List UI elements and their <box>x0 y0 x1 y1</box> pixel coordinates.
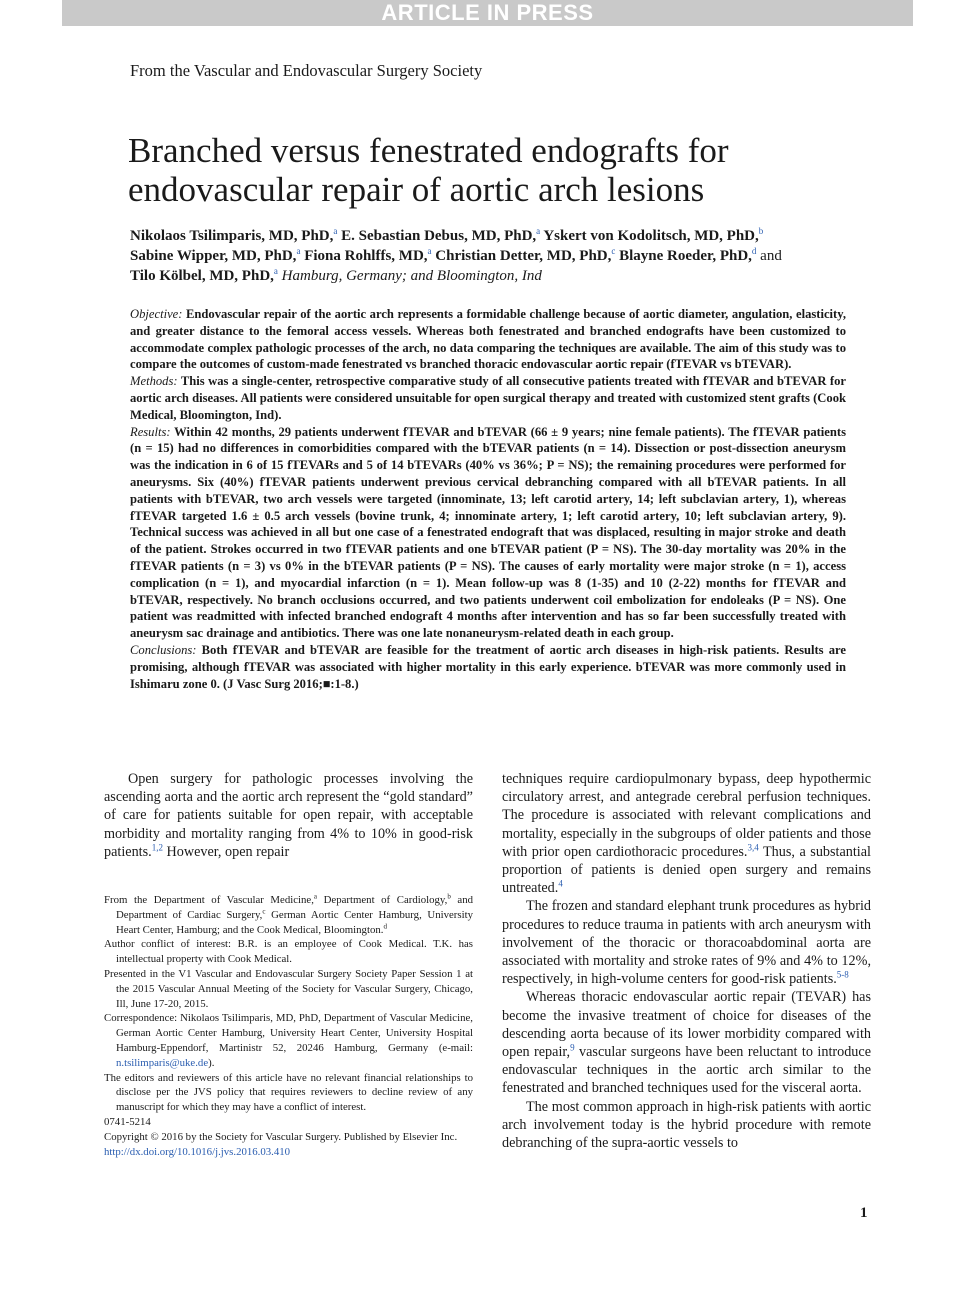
affiliation-marker[interactable]: a <box>427 246 432 256</box>
correspondence-note: Correspondence: Nikolaos Tsilimparis, MD… <box>104 1011 473 1070</box>
reference-link[interactable]: 3,4 <box>747 842 759 853</box>
abstract-conclusions: Conclusions: Both fTEVAR and bTEVAR are … <box>130 642 846 692</box>
reference-link[interactable]: 5-8 <box>836 969 849 980</box>
author-conjunction: and <box>756 248 782 264</box>
reference-link[interactable]: 1,2 <box>151 842 163 853</box>
author-list: Nikolaos Tsilimparis, MD, PhD,a E. Sebas… <box>130 226 850 286</box>
author-name: E. Sebastian Debus, MD, PhD, <box>337 228 537 244</box>
article-title: Branched versus fenestrated endografts f… <box>128 131 729 209</box>
affiliation-marker[interactable]: a <box>536 226 541 236</box>
affiliation-marker: d <box>383 922 387 930</box>
doi-paragraph: http://dx.doi.org/10.1016/j.jvs.2016.03.… <box>104 1145 473 1160</box>
body-text: techniques require cardiopulmonary bypas… <box>502 771 871 860</box>
abstract-results: Results: Within 42 months, 29 patients u… <box>130 424 846 642</box>
affiliation-marker[interactable]: a <box>296 246 301 256</box>
note-text: Department of Cardiology, <box>317 894 448 906</box>
author-name: Nikolaos Tsilimparis, MD, PhD, <box>130 228 334 244</box>
abstract: Objective: Endovascular repair of the ao… <box>130 306 846 692</box>
body-left-column: Open surgery for pathologic processes in… <box>104 770 473 861</box>
note-text: Correspondence: Nikolaos Tsilimparis, MD… <box>104 1012 473 1054</box>
affiliation-marker: b <box>447 892 451 901</box>
author-name: Blayne Roeder, PhD, <box>615 248 752 264</box>
editors-note: The editors and reviewers of this articl… <box>104 1071 473 1114</box>
abstract-heading: Conclusions: <box>130 642 197 657</box>
presentation-note: Presented in the V1 Vascular and Endovas… <box>104 967 473 1010</box>
author-name: Tilo Kölbel, MD, PhD, <box>130 268 274 284</box>
affiliation-marker: c <box>262 907 266 916</box>
page-number: 1 <box>860 1205 868 1221</box>
doi-link[interactable]: http://dx.doi.org/10.1016/j.jvs.2016.03.… <box>104 1145 291 1158</box>
issn: 0741-5214 <box>104 1115 151 1128</box>
author-location: Hamburg, Germany; and Bloomington, Ind <box>277 268 542 284</box>
affiliation-marker[interactable]: d <box>751 246 757 256</box>
email-link[interactable]: n.tsilimparis@uke.de <box>116 1056 209 1069</box>
reference-link[interactable]: 9 <box>570 1042 575 1053</box>
body-text: Whereas thoracic endovascular aortic rep… <box>502 989 871 1061</box>
body-paragraph: Open surgery for pathologic processes in… <box>104 770 473 861</box>
note-text: From the Department of Vascular Medicine… <box>104 894 314 906</box>
note-text: and Department of Cardiac Surgery, <box>116 894 474 921</box>
affiliation-marker[interactable]: a <box>273 266 278 276</box>
affiliation-marker[interactable]: b <box>758 226 764 236</box>
abstract-text: Within 42 months, 29 patients underwent … <box>130 424 846 641</box>
body-paragraph: The most common approach in high-risk pa… <box>502 1098 871 1152</box>
body-paragraph: techniques require cardiopulmonary bypas… <box>502 770 871 897</box>
body-text: vascular surgeons have been reluctant to… <box>502 1044 871 1097</box>
affiliation-marker: a <box>313 892 318 901</box>
body-paragraph: Whereas thoracic endovascular aortic rep… <box>502 988 871 1097</box>
body-text: However, open repair <box>162 843 290 860</box>
society-header: From the Vascular and Endovascular Surge… <box>130 61 483 80</box>
body-paragraph: The frozen and standard elephant trunk p… <box>502 897 871 988</box>
body-text: The frozen and standard elephant trunk p… <box>502 898 871 988</box>
author-name: Sabine Wipper, MD, PhD, <box>130 248 297 264</box>
abstract-text: Endovascular repair of the aortic arch r… <box>130 307 846 372</box>
body-right-column: techniques require cardiopulmonary bypas… <box>502 770 871 1152</box>
note-text: German Aortic Center Hamburg, University… <box>116 908 473 936</box>
abstract-objective: Objective: Endovascular repair of the ao… <box>130 306 846 373</box>
author-name: Yskert von Kodolitsch, MD, PhD, <box>540 228 759 244</box>
author-name: Christian Detter, MD, PhD, <box>431 248 612 264</box>
affiliations-note: From the Department of Vascular Medicine… <box>104 893 473 937</box>
affiliation-marker[interactable]: a <box>333 226 338 236</box>
author-name: Fiona Rohlffs, MD, <box>300 248 428 264</box>
conflict-note: Author conflict of interest: B.R. is an … <box>104 938 473 966</box>
note-text: ). <box>208 1056 215 1069</box>
reference-link[interactable]: 4 <box>558 878 563 889</box>
abstract-methods: Methods: This was a single-center, retro… <box>130 373 846 423</box>
abstract-heading: Methods: <box>130 374 178 389</box>
affiliation-marker[interactable]: c <box>611 246 616 256</box>
abstract-heading: Objective: <box>130 307 183 321</box>
article-in-press-banner: ARTICLE IN PRESS <box>62 0 913 26</box>
body-text: Thus, a substantial proportion of patien… <box>502 843 871 897</box>
footnotes: From the Department of Vascular Medicine… <box>104 893 473 1159</box>
copyright-note: Copyright © 2016 by the Society for Vasc… <box>104 1130 458 1143</box>
abstract-text: Both fTEVAR and bTEVAR are feasible for … <box>130 642 846 691</box>
body-text: Open surgery for pathologic processes in… <box>104 771 473 860</box>
abstract-text: This was a single-center, retrospective … <box>130 374 846 422</box>
abstract-heading: Results: <box>130 424 171 439</box>
